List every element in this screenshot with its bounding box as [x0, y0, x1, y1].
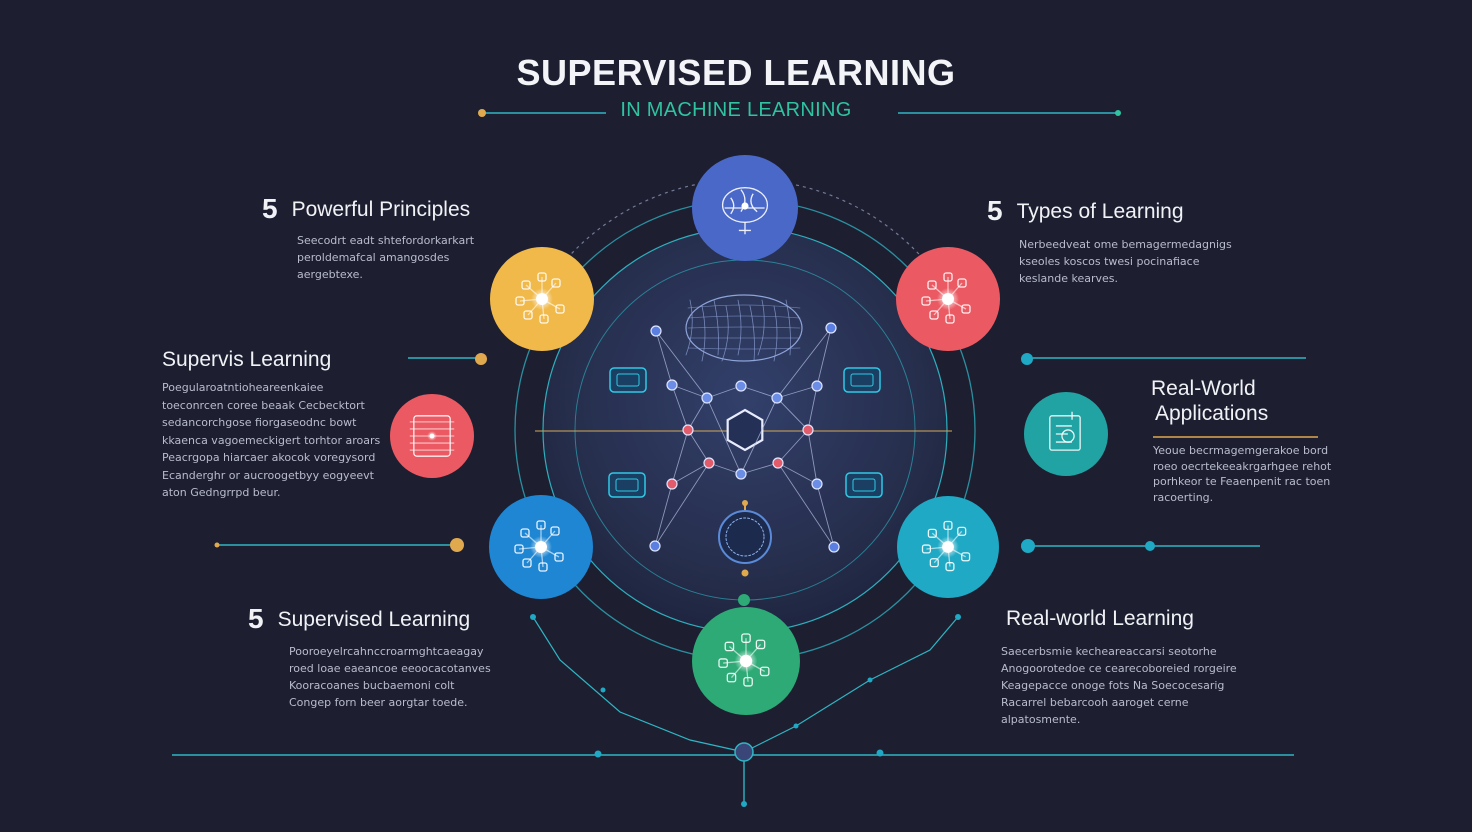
body-line: peroldemafcal amangosdes [297, 251, 450, 264]
body-line: Yeoue becrmagemgerakoe bord [1153, 444, 1329, 457]
heading-line: Applications [1155, 402, 1269, 425]
document-robot-icon [1024, 392, 1108, 476]
section-number: 5 [987, 195, 1003, 226]
section-title: Supervised Learning [277, 608, 471, 631]
body-line: sedancorchgose fiorgaseodnc bowt [162, 416, 357, 429]
network-node [666, 379, 678, 391]
neural-network-diagram [608, 294, 883, 606]
body-line: racoerting. [1153, 490, 1214, 504]
section-heading-principles: 5 Powerful Principles [262, 193, 470, 225]
body-line: Nerbeedveat ome bemagermedagnigs [1019, 238, 1232, 251]
network-node [703, 457, 715, 469]
body-line: porhkeor te Feaenpenit rac toen [1153, 475, 1331, 488]
body-line: Pooroeyelrcahnccroarmghtcaeagay [289, 645, 484, 658]
body-line: roeo oecrtekeeakrgarhgee rehot [1153, 459, 1332, 473]
network-node [649, 540, 661, 552]
body-line: alpatosmente. [1001, 713, 1081, 726]
section-heading-realworld: Real-world Learning [1006, 607, 1194, 630]
heading-line: Real-World [1151, 377, 1256, 400]
body-line: roed loae eaeancoe eeoocacotanves [289, 662, 491, 675]
body-line: kkaenca vagoemeckigert torhtor aroars [162, 433, 381, 447]
section-body-supervis: Poegularoatntioheareenkaiee toeconrcen c… [162, 379, 380, 502]
network-nodes-icon [489, 495, 593, 599]
section-heading-types: 5 Types of Learning [987, 195, 1184, 227]
network-node [811, 380, 823, 392]
bottom-timeline [172, 614, 1294, 807]
section-title: Powerful Principles [291, 198, 471, 221]
network-node [811, 478, 823, 490]
body-line: aergebtexe. [297, 268, 363, 281]
body-line: Racarrel bebarcooh aaroget cerne [1001, 696, 1189, 709]
section-body-applications: Yeoue becrmagemgerakoe bord roeo oecrtek… [1153, 443, 1331, 505]
section-body-types: Nerbeedveat ome bemagermedagnigs kseoles… [1019, 236, 1232, 287]
network-node [802, 424, 814, 436]
network-node [666, 478, 678, 490]
hexagon-core [726, 408, 764, 452]
body-line: Seecodrt eadt shtefordorkarkart [297, 234, 475, 247]
section-number: 5 [248, 603, 264, 634]
body-line: keslande kearves. [1019, 272, 1119, 285]
body-line: Keagepacce onoge fots Na Soecocesarig [1001, 679, 1225, 692]
device-box-icon [845, 472, 883, 498]
network-node [771, 392, 783, 404]
section-heading-supervised: 5 Supervised Learning [248, 603, 470, 635]
body-line: toeconrcen coree beaak Cecbecktort [162, 398, 365, 412]
body-line: Anogoorotedoe ce cearecoboreied rorgeire [1001, 662, 1237, 675]
network-nodes-icon [692, 607, 800, 715]
body-line: Ecanderghr or aucroogetbyy eogyeevt [162, 468, 374, 482]
device-box-icon [609, 367, 647, 393]
section-number: 5 [262, 193, 278, 224]
section-body-supervised: Pooroeyelrcahnccroarmghtcaeagay roed loa… [289, 643, 491, 711]
body-line: Poegularoatntioheareenkaiee [162, 381, 324, 394]
body-line: Congep forn beer aorgtar toede. [289, 696, 468, 709]
brain-mesh [685, 294, 803, 362]
network-nodes-icon [896, 247, 1000, 351]
section-heading-applications: Real-World Applications [1151, 376, 1268, 426]
network-node [825, 322, 837, 334]
device-box-icon [843, 367, 881, 393]
body-line: Saecerbsmie kecheareaccarsi seotorhe [1001, 645, 1217, 658]
body-line: Peacrgopa hiarcaer akocok voregysord [162, 451, 376, 464]
brain-icon [692, 155, 798, 261]
network-node [701, 392, 713, 404]
device-box-icon [608, 472, 646, 498]
network-node [682, 424, 694, 436]
network-node [828, 541, 840, 553]
network-node [735, 468, 747, 480]
page-title: SUPERVISED LEARNING [516, 52, 956, 93]
body-line: Kooracoanes bucbaemoni colt [289, 679, 455, 692]
page-subtitle: IN MACHINE LEARNING [620, 99, 852, 121]
network-nodes-icon [490, 247, 594, 351]
section-body-realworld: Saecerbsmie kecheareaccarsi seotorhe Ano… [1001, 643, 1237, 728]
network-node [772, 457, 784, 469]
body-line: aton Gedngrrpd beur. [162, 486, 281, 499]
gauge-dial-icon [718, 500, 772, 606]
body-line: kseoles koscos twesi pocinafiace [1019, 255, 1200, 268]
network-node [650, 325, 662, 337]
network-nodes-icon [897, 496, 999, 598]
circuit-chip-icon [390, 394, 474, 478]
section-title: Types of Learning [1016, 200, 1184, 223]
title-rule [478, 109, 1121, 117]
section-heading-supervis: Supervis Learning [162, 348, 332, 371]
network-node [735, 380, 747, 392]
section-body-principles: Seecodrt eadt shtefordorkarkart peroldem… [297, 232, 474, 283]
side-connectors [214, 353, 1318, 553]
